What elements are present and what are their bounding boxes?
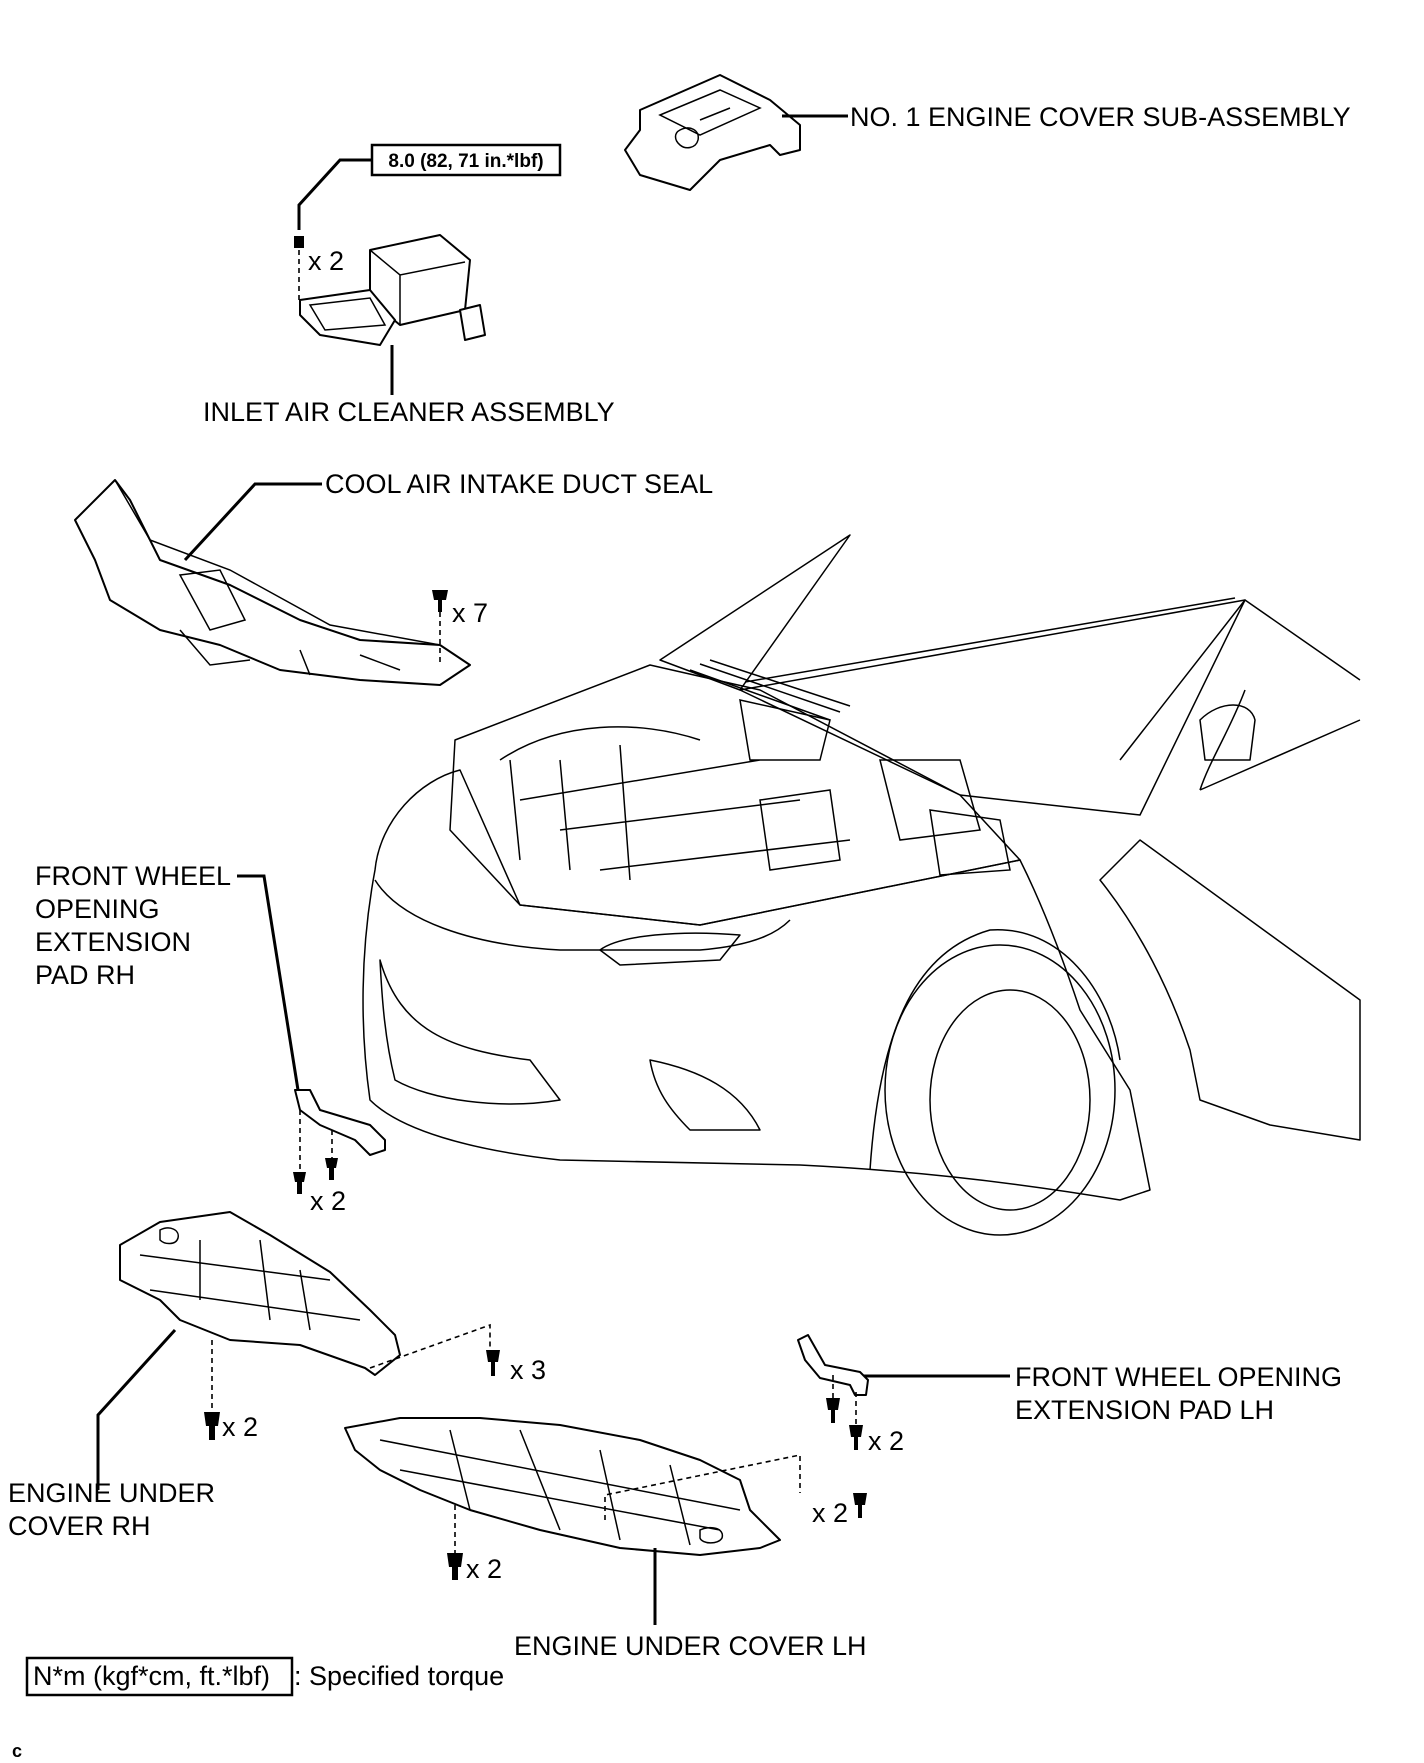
pad-lh-label-line1: FRONT WHEEL OPENING [1015, 1362, 1342, 1392]
screw-icon [325, 1158, 338, 1180]
engine-cover-illustration [624, 74, 801, 191]
under-cover-lh-illustration [344, 1417, 867, 1580]
under-cover-rh-illustration [119, 1211, 500, 1440]
under-rh-label-line1: ENGINE UNDER [8, 1478, 215, 1508]
duct-seal-clip-qty: x 7 [452, 598, 488, 628]
pad-lh-label-line2: EXTENSION PAD LH [1015, 1395, 1274, 1425]
under-lh-left-qty: x 2 [466, 1554, 502, 1584]
screw-icon [293, 1172, 306, 1194]
air-cleaner-label: INLET AIR CLEANER ASSEMBLY [203, 397, 615, 427]
legend-torque-description: : Specified torque [294, 1661, 504, 1691]
torque-spec-box [370, 143, 562, 177]
legend-torque-box [25, 1656, 294, 1697]
vehicle-front-outline [362, 534, 1361, 1236]
clip-icon [432, 590, 448, 612]
under-cover-center-qty: x 3 [510, 1355, 546, 1385]
corner-mark: c [12, 1741, 22, 1761]
screw-icon [826, 1398, 840, 1423]
bolt-icon [294, 236, 304, 248]
under-lh-right-qty: x 2 [812, 1498, 848, 1528]
pad-rh-label-line3: EXTENSION [35, 927, 191, 957]
bolt-icon [486, 1350, 500, 1376]
screw-icon [849, 1425, 863, 1450]
pad-rh-label-line4: PAD RH [35, 960, 135, 990]
legend-torque-box-text: N*m (kgf*cm, ft.*lbf) [33, 1661, 270, 1691]
pad-rh-label-line2: OPENING [35, 894, 160, 924]
air-cleaner-illustration [294, 234, 486, 346]
under-rh-screw-qty: x 2 [222, 1412, 258, 1442]
torque-spec-value: 8.0 (82, 71 in.*lbf) [388, 151, 543, 172]
duct-seal-illustration [74, 479, 471, 686]
pad-lh-screw-qty: x 2 [868, 1426, 904, 1456]
engine-cover-label: NO. 1 ENGINE COVER SUB-ASSEMBLY [850, 102, 1351, 132]
pad-rh-label-line1: FRONT WHEEL [35, 861, 231, 891]
pad-lh-illustration [797, 1334, 869, 1450]
under-lh-label: ENGINE UNDER COVER LH [514, 1631, 867, 1661]
pad-rh-screw-qty: x 2 [310, 1186, 346, 1216]
screw-icon [447, 1553, 463, 1580]
air-cleaner-bolt-qty: x 2 [308, 246, 344, 276]
screw-icon [853, 1493, 867, 1518]
screw-icon [204, 1412, 220, 1440]
duct-seal-label: COOL AIR INTAKE DUCT SEAL [325, 469, 713, 499]
pad-rh-illustration [293, 1089, 386, 1194]
under-rh-label-line2: COVER RH [8, 1511, 151, 1541]
